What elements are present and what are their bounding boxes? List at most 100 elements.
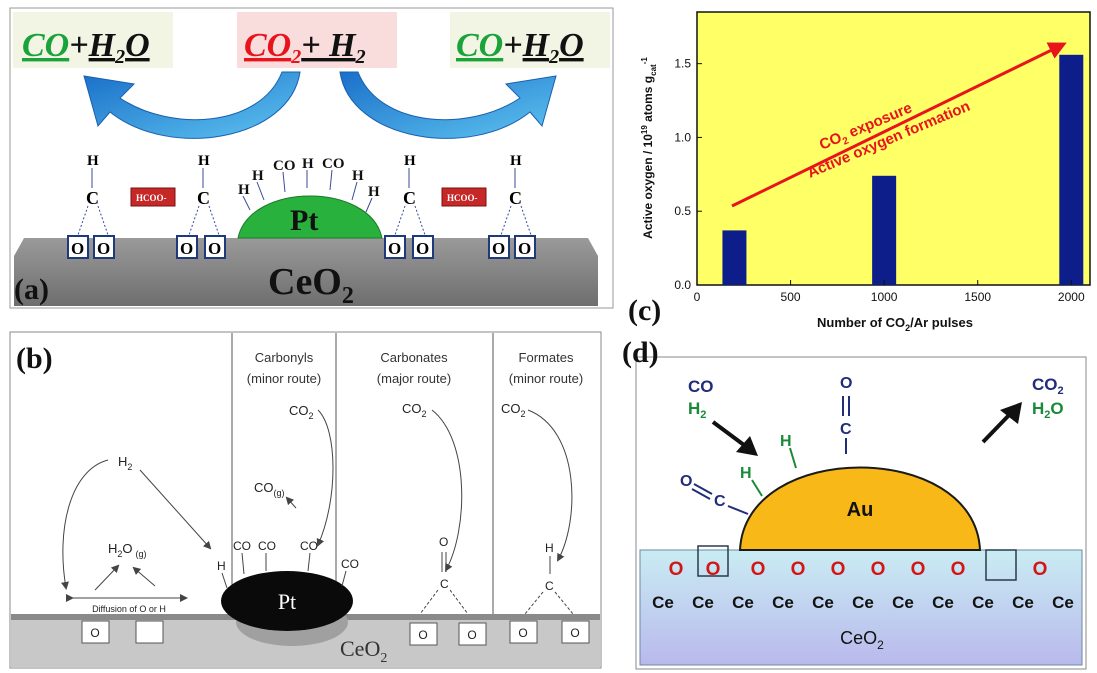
h2-spillover-arrow <box>139 469 212 550</box>
right-product-box <box>450 12 610 68</box>
chart-x-tick-label: 500 <box>781 290 801 304</box>
center-reactant-formula: CO2+ H2 <box>244 27 366 68</box>
oxygen-vacancy-box <box>985 549 1017 581</box>
panel-b: (b) Carbonyls (minor route) Carbonates (… <box>9 331 602 669</box>
chart-y-tick-label: 0.0 <box>674 278 691 292</box>
hcoo-box-right <box>441 187 487 207</box>
oxygen-atom: O <box>871 559 886 580</box>
inlet-co-label: CO <box>688 377 714 396</box>
panel-label-d: (d) <box>622 336 659 369</box>
column-title-carbonates: Carbonates <box>380 350 448 365</box>
hcoo-box-left <box>130 187 176 207</box>
svg-text:H: H <box>198 153 210 169</box>
inlet-h2-label: H2 <box>688 399 706 421</box>
svg-text:H: H <box>352 168 364 184</box>
adsorbate-formate-4: H C O O <box>488 153 536 259</box>
svg-text:O: O <box>467 628 476 642</box>
center-reactant-box <box>237 12 397 68</box>
cerium-atom: Ce <box>812 593 834 612</box>
svg-text:H: H <box>302 156 314 172</box>
panel-label-c: (c) <box>628 294 661 327</box>
outlet-co2-label: CO2 <box>1032 375 1064 397</box>
svg-text:O: O <box>518 626 527 640</box>
au-label: Au <box>847 499 874 521</box>
left-product-box <box>13 12 173 68</box>
oxygen-atom: O <box>911 559 926 580</box>
cerium-atom: Ce <box>732 593 754 612</box>
cerium-atom: Ce <box>1012 593 1034 612</box>
chart-y-tick-label: 1.0 <box>674 130 691 144</box>
panel-label-a: (a) <box>14 273 49 306</box>
chart-y-ticks: 0.0 0.5 1.0 1.5 <box>674 57 702 292</box>
svg-text:CO: CO <box>341 557 359 571</box>
h2-label-b: H2 <box>118 454 132 472</box>
co-top-adsorbate: O C <box>840 375 852 454</box>
svg-text:H: H <box>252 168 264 184</box>
pt-adsorbates-a: H H CO H CO H H <box>238 156 380 213</box>
svg-text:C: C <box>403 188 416 208</box>
au-particle <box>738 466 982 551</box>
chart-bar-2000 <box>1059 54 1084 286</box>
cerium-atom: Ce <box>692 593 714 612</box>
svg-text:CO: CO <box>300 539 318 553</box>
svg-text:O: O <box>840 375 852 392</box>
svg-text:CO: CO <box>233 539 251 553</box>
cerium-atom: Ce <box>852 593 874 612</box>
panel-label-b: (b) <box>16 342 53 375</box>
co2-label-carbonates: CO2 <box>402 401 427 419</box>
column-title-carbonyls: Carbonyls <box>255 350 314 365</box>
panel-a: CO+H2O CO2+ H2 CO+H2O CeO2 (a) Pt H C O … <box>9 7 614 309</box>
svg-text:H: H <box>510 153 522 169</box>
cerium-atom: Ce <box>652 593 674 612</box>
outlet-h2o-label: H2O <box>1032 399 1064 421</box>
hcoo-label-right: HCOO- <box>447 193 478 203</box>
chart-bar-200 <box>722 230 747 285</box>
chart-x-tick-label: 1500 <box>964 290 991 304</box>
svg-text:C: C <box>545 579 554 593</box>
inlet-arrow <box>711 420 758 456</box>
svg-text:C: C <box>86 188 99 208</box>
svg-text:C: C <box>840 421 852 438</box>
support-label-b: CeO2 <box>340 636 387 666</box>
svg-text:C: C <box>440 577 449 591</box>
chart-y-tick-label: 1.5 <box>674 57 691 71</box>
svg-text:O: O <box>492 239 505 258</box>
outlet-arrow <box>981 402 1022 444</box>
pt-particle-a <box>237 195 383 239</box>
right-curved-arrow <box>339 71 557 139</box>
chart-y-tick-label: 0.5 <box>674 204 691 218</box>
support-label-a: CeO2 <box>268 261 354 309</box>
oxygen-atom: O <box>1033 559 1048 580</box>
ceo2-support-a <box>14 238 598 306</box>
pt-label-a: Pt <box>290 204 318 237</box>
chart-bar-1000 <box>872 175 897 285</box>
formate-structure: H C <box>524 541 574 615</box>
svg-text:O: O <box>439 535 448 549</box>
cerium-atom: Ce <box>892 593 914 612</box>
svg-text:H: H <box>87 153 99 169</box>
carbonate-structure: O C <box>419 535 469 615</box>
svg-text:C: C <box>714 493 726 510</box>
chart-y-axis-label: Active oxygen / 1019 atoms gcat-1 <box>640 57 658 239</box>
svg-text:O: O <box>570 626 579 640</box>
svg-text:H: H <box>238 182 250 198</box>
ceo2-support-d <box>639 549 1083 666</box>
o-vacancy-empty <box>135 620 164 644</box>
cerium-atom: Ce <box>932 593 954 612</box>
svg-text:H: H <box>740 465 752 482</box>
chart-x-tick-label: 0 <box>694 290 701 304</box>
oxygen-atom: O <box>951 559 966 580</box>
svg-text:O: O <box>180 239 193 258</box>
column-route-carbonates: (major route) <box>377 371 451 386</box>
oxygen-atom: O <box>791 559 806 580</box>
svg-text:O: O <box>418 628 427 642</box>
left-curved-arrow <box>83 71 301 139</box>
h2-dissociation-arrow <box>61 459 109 590</box>
oxygen-atom: O <box>831 559 846 580</box>
